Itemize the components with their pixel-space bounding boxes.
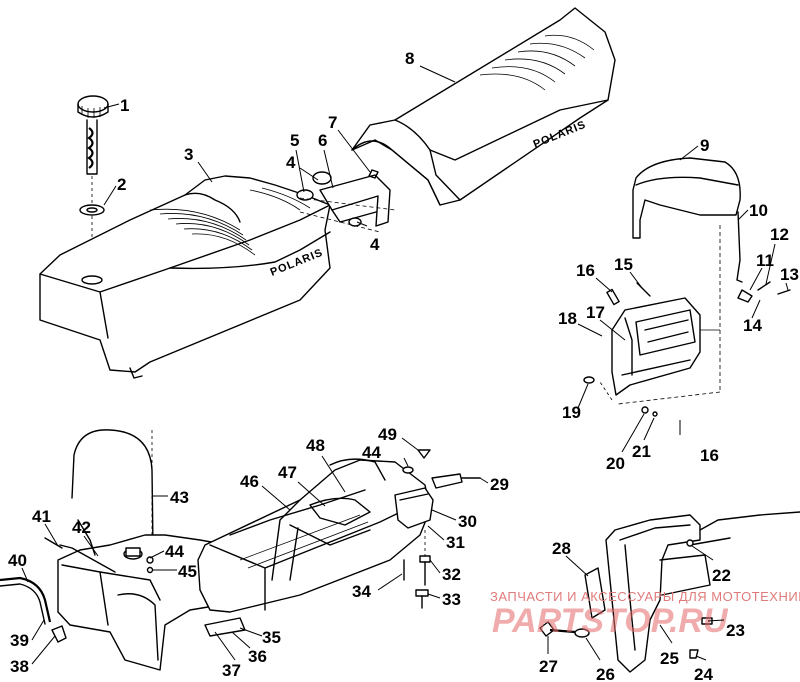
callout-12: 12: [770, 225, 789, 244]
callout-16-lower: 16: [700, 446, 719, 465]
watermark-tagline: ЗАПЧАСТИ И АКСЕССУАРЫ ДЛЯ МОТОТЕХНИКИ: [490, 589, 800, 604]
callout-23: 23: [726, 621, 745, 640]
callout-21: 21: [632, 442, 651, 461]
callout-44-latch: 44: [362, 443, 381, 462]
callout-24: 24: [694, 665, 713, 682]
rear-rack: [584, 511, 800, 673]
backrest-pad: [632, 157, 743, 283]
callout-20: 20: [606, 454, 625, 473]
callout-27: 27: [539, 657, 558, 676]
callout-13: 13: [780, 265, 799, 284]
callout-33: 33: [442, 590, 461, 609]
seat-latch: [394, 449, 481, 529]
gasket: [79, 204, 105, 216]
callout-28: 28: [552, 539, 571, 558]
callouts: 1 2 3 4 4 5 6 7 8 9 10 11 12 13 14 15 16…: [8, 49, 799, 682]
callout-7: 7: [328, 113, 337, 132]
callout-15: 15: [614, 255, 633, 274]
fuel-cap: [77, 95, 109, 175]
callout-10: 10: [749, 201, 768, 220]
callout-8: 8: [405, 49, 414, 68]
callout-17: 17: [586, 303, 605, 322]
callout-29: 29: [490, 475, 509, 494]
callout-49: 49: [378, 425, 397, 444]
seat-bracket: [296, 169, 391, 227]
callout-30: 30: [458, 512, 477, 531]
main-seat: POLARIS: [39, 175, 331, 379]
callout-9: 9: [700, 136, 709, 155]
callout-46: 46: [240, 472, 259, 491]
callout-48: 48: [306, 436, 325, 455]
callout-40: 40: [8, 551, 27, 570]
callout-32: 32: [442, 565, 461, 584]
latch-hardware: [403, 530, 431, 609]
callout-6: 6: [318, 131, 327, 150]
callout-38: 38: [10, 657, 29, 676]
backrest-bracket: [611, 297, 701, 396]
callout-5: 5: [290, 131, 299, 150]
callout-4-lower: 4: [370, 235, 380, 254]
callout-44-tank: 44: [165, 542, 184, 561]
callout-36: 36: [248, 647, 267, 666]
callout-11: 11: [756, 251, 774, 270]
callout-2: 2: [117, 175, 126, 194]
callout-47: 47: [278, 463, 297, 482]
callout-35: 35: [262, 628, 281, 647]
callout-22: 22: [712, 566, 731, 585]
fuel-hose: [0, 576, 67, 643]
callout-18: 18: [558, 309, 577, 328]
callout-41: 41: [32, 507, 51, 526]
vent-line: [71, 429, 154, 549]
callout-34: 34: [352, 582, 371, 601]
watermark: ЗАПЧАСТИ И АКСЕССУАРЫ ДЛЯ МОТОТЕХНИКИ PA…: [490, 589, 800, 640]
callout-1: 1: [120, 96, 129, 115]
callout-31: 31: [446, 533, 465, 552]
callout-26: 26: [596, 665, 615, 682]
callout-42: 42: [72, 518, 91, 537]
callout-39: 39: [10, 631, 29, 650]
callout-16-upper: 16: [576, 261, 595, 280]
callout-14: 14: [743, 316, 762, 335]
callout-43: 43: [170, 488, 189, 507]
callout-37: 37: [222, 661, 241, 680]
callout-19: 19: [562, 403, 581, 422]
callout-25: 25: [660, 649, 679, 668]
watermark-logo: PARTSTOP.RU: [492, 602, 729, 640]
callout-3: 3: [184, 145, 193, 164]
callout-4-upper: 4: [286, 153, 296, 172]
backrest-hardware: [583, 281, 791, 417]
console-base: [197, 458, 431, 637]
callout-45: 45: [178, 562, 197, 581]
rear-seat: POLARIS: [351, 7, 616, 206]
